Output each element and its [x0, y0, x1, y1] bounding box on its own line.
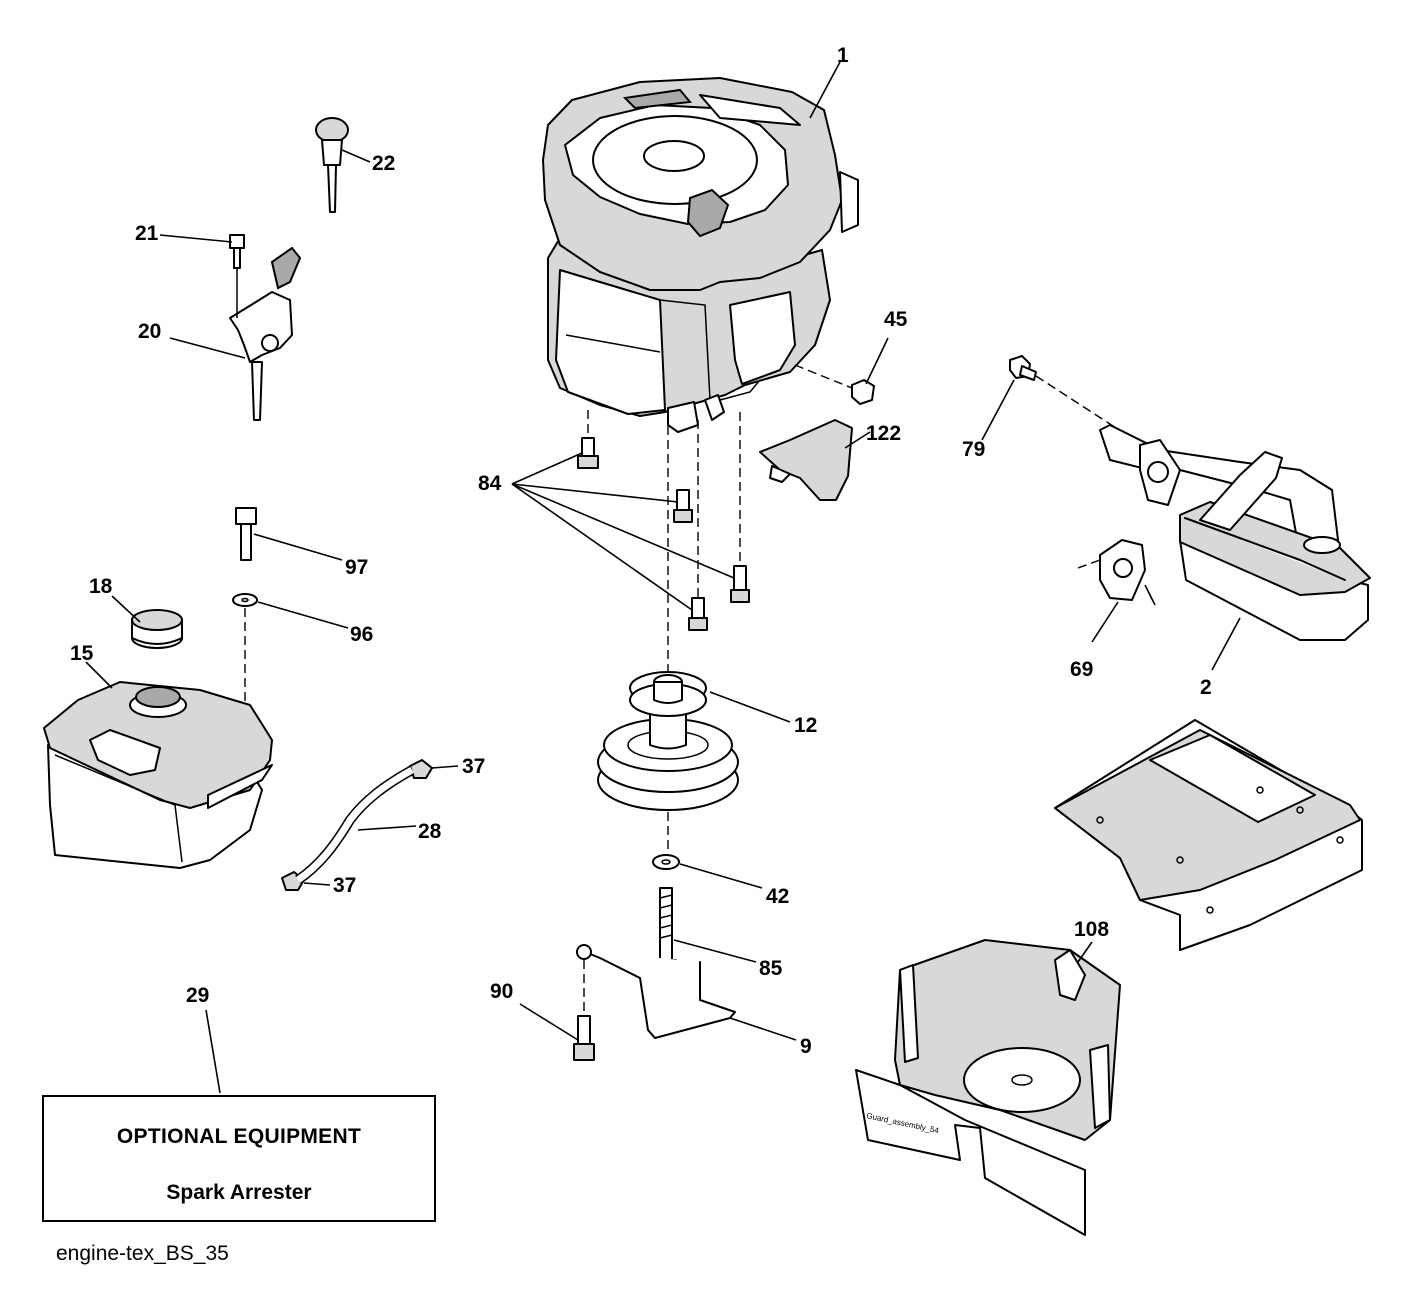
callout-85: 85 — [759, 957, 783, 980]
callout-122: 122 — [866, 422, 901, 445]
callout-108: 108 — [1074, 918, 1109, 941]
callout-9: 9 — [800, 1035, 812, 1058]
part-97-screw — [235, 507, 257, 561]
callout-28: 28 — [418, 820, 442, 843]
part-37-clamp-top — [409, 759, 433, 779]
leader-lines — [85, 61, 1241, 1094]
part-28-fuel-line — [295, 765, 415, 885]
callout-22: 22 — [372, 152, 395, 175]
bolt-84d — [688, 597, 708, 631]
engine-mount-plate — [1054, 719, 1363, 951]
callout-84: 84 — [478, 472, 502, 495]
part-69-gasket — [1077, 539, 1156, 606]
part-20-throttle-control — [229, 246, 302, 421]
part-42-washer — [652, 854, 680, 870]
callout-18: 18 — [89, 575, 113, 598]
callout-79: 79 — [962, 438, 985, 461]
part-2-muffler — [1099, 424, 1371, 641]
part-15-fuel-tank — [43, 681, 273, 869]
engine-assembly — [542, 77, 859, 433]
part-18-fuel-cap — [131, 609, 183, 649]
callout-69: 69 — [1070, 658, 1093, 681]
optional-equipment-box: OPTIONAL EQUIPMENT Spark Arrester — [42, 1095, 436, 1222]
part-45-nut — [794, 364, 875, 405]
part-108-guard-assembly: Guard_assembly_54 — [855, 939, 1121, 1236]
bolt-84a — [577, 437, 599, 469]
part-84-bolts — [577, 410, 750, 631]
callout-97: 97 — [345, 556, 368, 579]
diagram-code: engine-tex_BS_35 — [56, 1242, 229, 1265]
part-12-pulley — [597, 412, 739, 856]
callout-12: 12 — [794, 714, 817, 737]
callout-42: 42 — [766, 885, 789, 908]
optional-equipment-title: OPTIONAL EQUIPMENT — [116, 1125, 362, 1148]
callout-29: 29 — [186, 984, 209, 1007]
bolt-84b — [673, 489, 693, 523]
part-22-knob — [315, 117, 349, 213]
callout-96: 96 — [350, 623, 373, 646]
callout-20: 20 — [138, 320, 161, 343]
part-21-screw — [229, 234, 245, 269]
callout-37-top: 37 — [462, 755, 485, 778]
bolt-84c — [730, 565, 750, 603]
callout-21: 21 — [135, 222, 159, 245]
callout-90: 90 — [490, 980, 513, 1003]
callout-37-bottom: 37 — [333, 874, 356, 897]
callout-15: 15 — [70, 642, 94, 665]
callout-45: 45 — [884, 308, 908, 331]
callout-labels: 1 22 21 20 45 122 79 84 97 18 96 15 69 2… — [70, 44, 1212, 1058]
callout-2: 2 — [1200, 676, 1212, 699]
spark-arrester-label: Spark Arrester — [166, 1181, 312, 1204]
part-90-bolt — [573, 960, 595, 1061]
callout-1: 1 — [837, 44, 849, 67]
part-9-rod — [576, 944, 736, 1039]
part-122-guard — [759, 419, 853, 501]
